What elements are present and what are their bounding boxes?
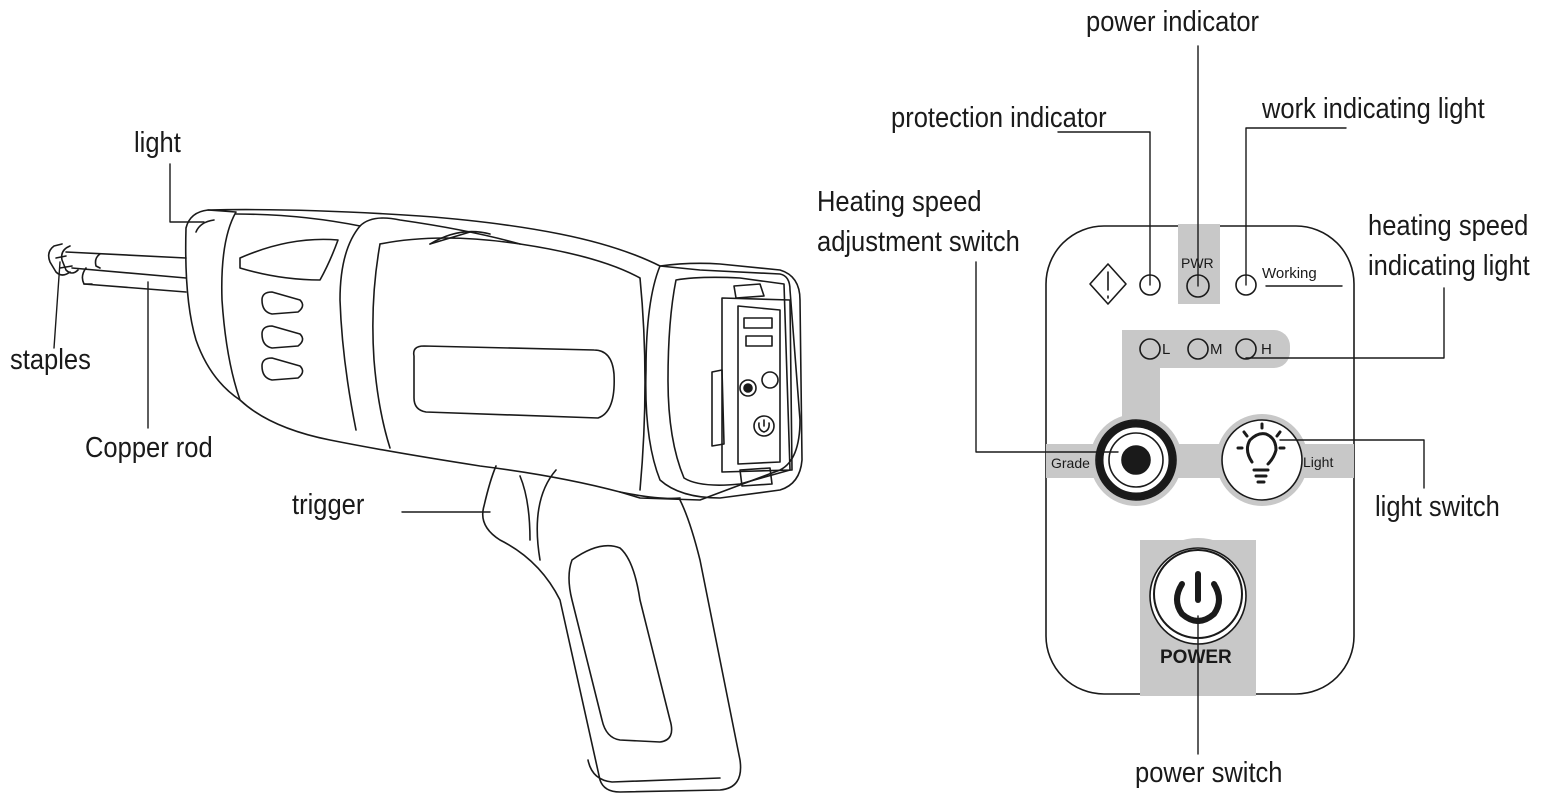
label-trigger: trigger	[292, 485, 364, 525]
panel-power-text: POWER	[1160, 647, 1232, 669]
copper-rod-illustration	[66, 252, 186, 292]
panel-pwr-text: PWR	[1181, 255, 1214, 271]
label-light: light	[134, 123, 181, 163]
label-light-switch: light switch	[1375, 487, 1500, 527]
panel-m-text: M	[1210, 341, 1223, 359]
label-staples: staples	[10, 340, 91, 380]
panel-l-text: L	[1162, 341, 1170, 359]
panel-h-text: H	[1261, 341, 1272, 359]
panel-working-text: Working	[1262, 265, 1317, 283]
label-heating-speed-adjustment-switch-1: Heating speed	[817, 182, 982, 222]
panel-light-text: Light	[1303, 454, 1333, 470]
warning-diamond-icon	[1090, 264, 1126, 304]
label-heating-speed-indicating-light-2: indicating light	[1368, 246, 1530, 286]
label-power-switch: power switch	[1135, 753, 1283, 793]
label-protection-indicator: protection indicator	[891, 98, 1107, 138]
label-heating-speed-indicating-light-1: heating speed	[1368, 206, 1528, 246]
label-copper-rod: Copper rod	[85, 428, 213, 468]
panel-grade-text: Grade	[1051, 455, 1090, 471]
label-heating-speed-adjustment-switch-2: adjustment switch	[817, 222, 1020, 262]
label-power-indicator: power indicator	[1086, 2, 1259, 42]
staple-gun-illustration	[49, 210, 802, 792]
staples-illustration	[49, 244, 78, 275]
label-work-indicating-light: work indicating light	[1262, 89, 1485, 129]
